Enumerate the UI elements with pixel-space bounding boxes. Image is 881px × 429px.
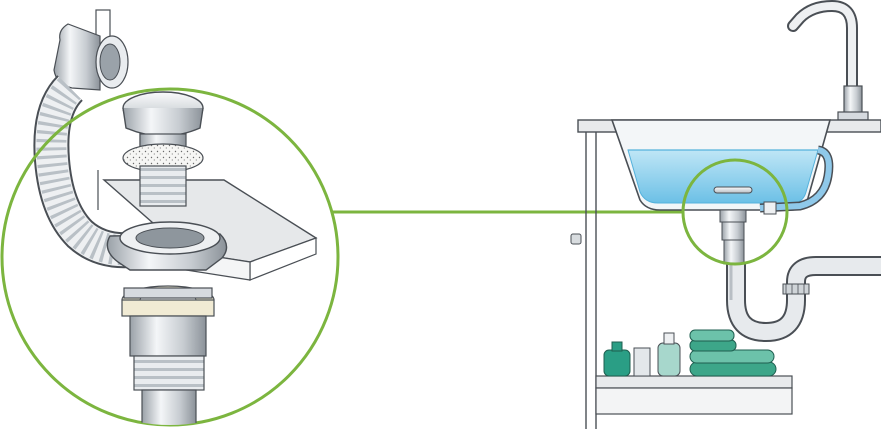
drain-flange (106, 221, 228, 271)
sink-basin-icon (610, 119, 834, 215)
tailpiece (123, 287, 213, 425)
bottle-icon (603, 341, 631, 377)
overflow-elbow (53, 9, 129, 91)
corrugated-hose (33, 75, 132, 269)
enlarged-drain-detail (0, 9, 340, 427)
small-callout-circle (681, 158, 789, 266)
small-drain-assembly (713, 186, 753, 265)
p-trap-icon (726, 256, 881, 342)
popup-plug-cap (122, 91, 204, 153)
towel-stack-icon (689, 329, 777, 377)
tall-bottle-icon (657, 332, 681, 377)
tube-icon (633, 347, 651, 377)
faucet-icon (787, 0, 869, 121)
cabinet (570, 132, 597, 429)
sink-cabinet-scene (570, 0, 881, 429)
cabinet-shelf (595, 375, 793, 415)
threaded-drain-body (139, 165, 187, 207)
